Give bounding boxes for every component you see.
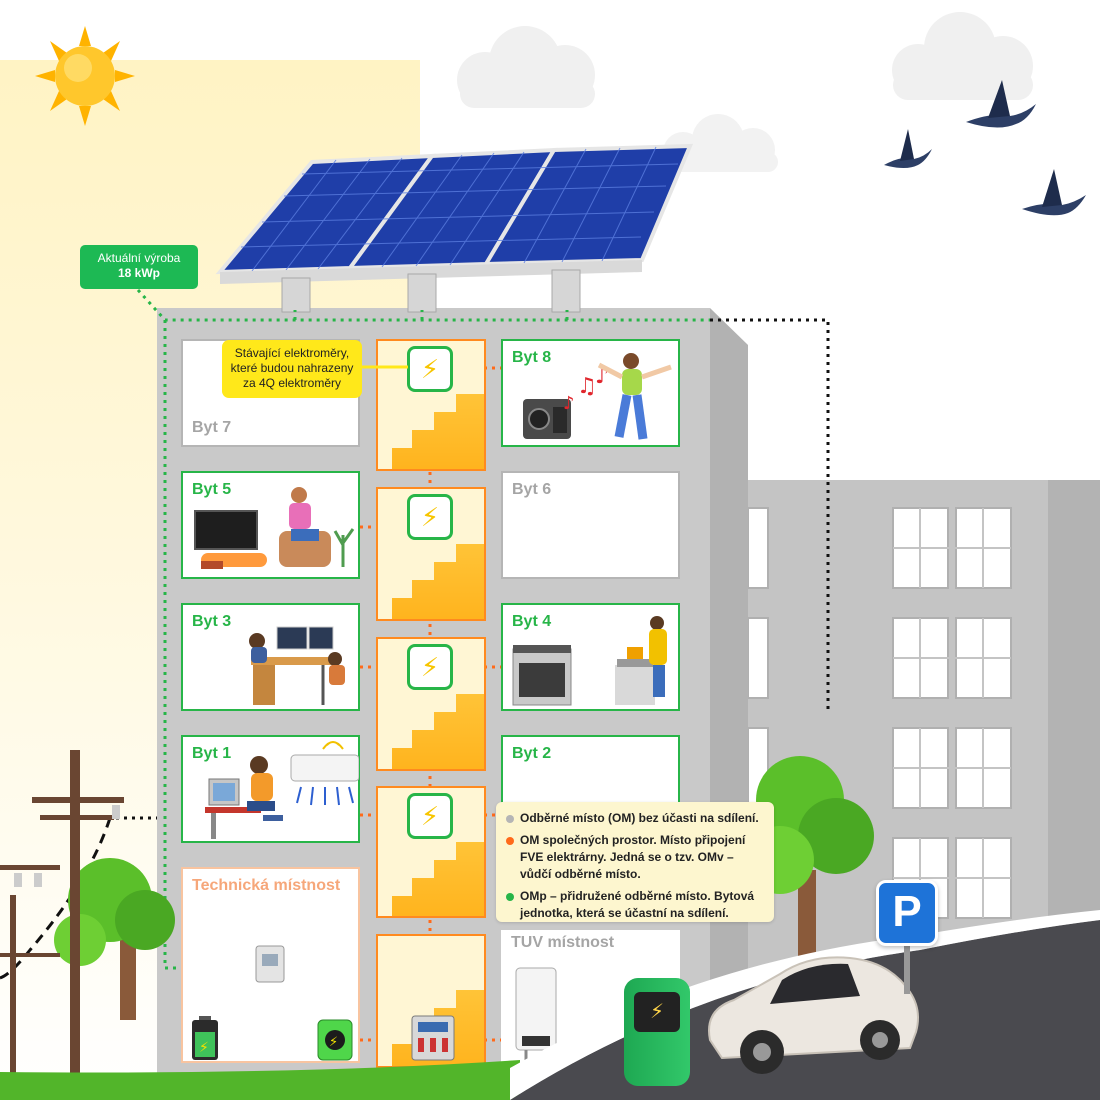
legend-dot-gray [506,815,514,823]
charger-screen: ⚡ [634,992,680,1032]
apartment-label: Byt 3 [192,613,232,630]
apartment-byt1: Byt 1 [181,735,360,843]
car-icon [708,956,919,1074]
parking-sign-icon: P [876,880,938,946]
legend-dot-orange [506,837,514,845]
lightning-meter-icon: ⚡ [407,793,453,839]
apartment-label: Byt 8 [512,349,552,366]
room-label: Technická místnost [192,877,341,894]
production-box: Aktuální výroba 18 kWp [80,245,198,289]
apartment-label: Byt 6 [512,481,552,498]
radio-music-icon: ♫ ♪ ♪ [523,353,672,440]
production-value: 18 kWp [117,266,160,280]
meter-note-pointer [358,365,408,369]
legend-text: OMp – přidružené odběrné místo. Bytová j… [520,889,755,920]
power-pole-icon [0,750,124,1100]
office-desk-icon [249,626,345,705]
ev-charger-icon: ⚡ [624,978,690,1086]
legend-item-omv: OM společných prostor. Místo připojení F… [506,832,764,883]
bird-icon [884,129,932,168]
legend: Odběrné místo (OM) bez účasti na sdílení… [496,802,774,922]
apartment-label: Byt 4 [512,613,552,630]
meter-note: Stávající elektroměry, které budou nahra… [222,340,362,398]
tree-icon [746,756,874,980]
svg-text:⚡: ⚡ [329,1035,338,1050]
meter-note-line: za 4Q elektroměry [242,376,342,390]
room-label: TUV místnost [511,934,615,951]
apartment-byt6: Byt 6 [501,471,680,579]
legend-item-om: Odběrné místo (OM) bez účasti na sdílení… [506,810,764,827]
apartment-label: Byt 2 [512,745,552,762]
apartment-label: Byt 5 [192,481,232,498]
bird-icon [1022,169,1086,216]
lightning-meter-icon: ⚡ [407,346,453,392]
production-label: Aktuální výroba [97,251,181,265]
battery-icon: ⚡ [192,1016,218,1060]
legend-dot-green [506,893,514,901]
kitchen-stove-icon [512,616,667,706]
lightning-meter-icon: ⚡ [407,494,453,540]
svg-text:♫: ♫ [577,374,597,399]
electricity-meter-icon [411,1015,455,1061]
legend-text: OM společných prostor. Místo připojení F… [520,833,746,881]
svg-text:♪: ♪ [563,393,575,414]
meter-note-line: které budou nahrazeny [230,361,354,375]
legend-item-omp: OMp – přidružené odběrné místo. Bytová j… [506,888,764,922]
apartment-byt3: Byt 3 [181,603,360,711]
apartment-byt4: Byt 4 [501,603,680,711]
cloud-icon [457,26,595,108]
solar-panel-icon [215,143,694,313]
apartment-byt5: Byt 5 [181,471,360,579]
lightning-meter-icon: ⚡ [407,644,453,690]
apartment-label: Byt 7 [192,419,232,436]
parking-pole [904,944,910,994]
inverter-icon [255,945,285,983]
sun-icon [35,26,135,126]
legend-text: Odběrné místo (OM) bez účasti na sdílení… [520,811,759,825]
bird-icon [966,80,1036,128]
apartment-label: Byt 1 [192,745,232,762]
battery-storage-icon: ⚡ [317,1019,353,1061]
computer-ac-icon [205,741,359,839]
tv-sofa-icon [194,487,355,569]
meter-note-line: Stávající elektroměry, [234,346,350,360]
apartment-byt8: Byt 8 ♫ ♪ ♪ [501,339,680,447]
svg-text:⚡: ⚡ [199,1040,209,1056]
